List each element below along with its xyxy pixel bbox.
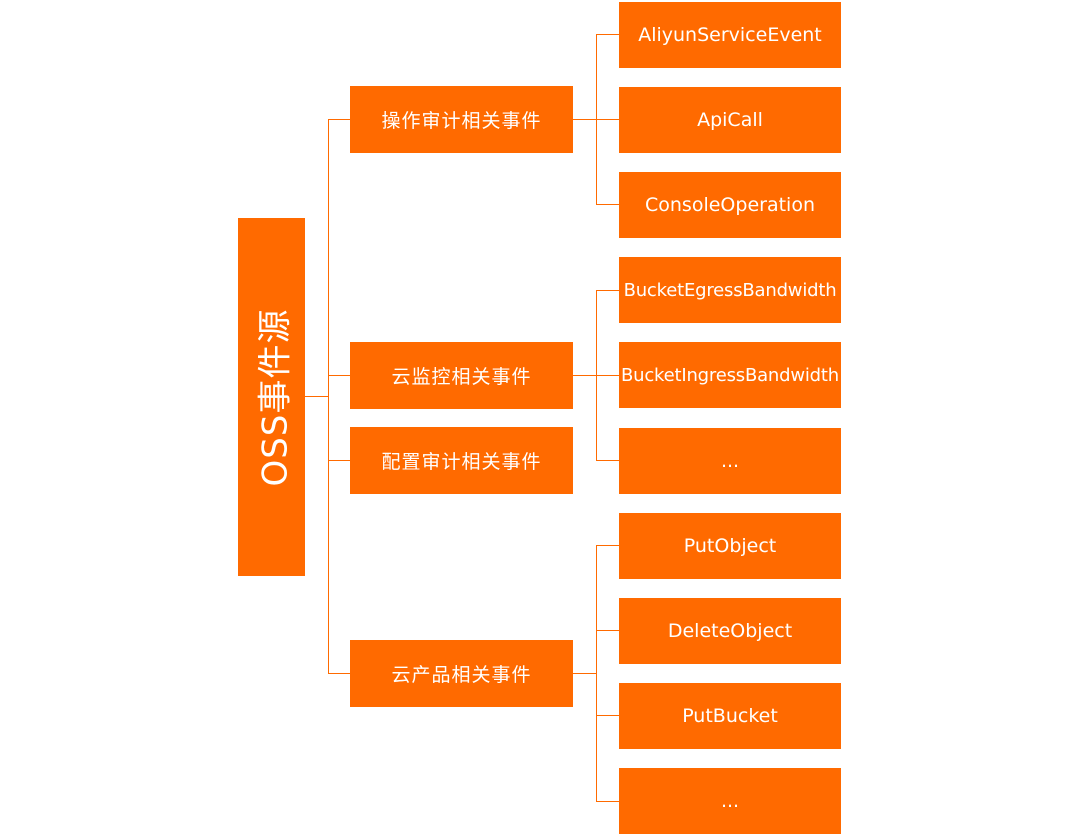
- group-2-leaf-3-connector: [596, 460, 619, 461]
- group-node-config-audit: 配置审计相关事件: [350, 427, 573, 494]
- root-trunk-connector: [328, 119, 329, 674]
- group-1-leaf-3-connector: [596, 204, 619, 205]
- root-to-trunk-connector: [305, 396, 328, 397]
- group-4-leaf-3-connector: [596, 715, 619, 716]
- trunk-to-group-4-connector: [328, 673, 350, 674]
- leaf-node-ellipsis: ...: [619, 428, 841, 494]
- group-1-leaf-1-connector: [596, 34, 619, 35]
- group-2-leaf-1-connector: [596, 290, 619, 291]
- leaf-node: BucketEgressBandwidth: [619, 257, 841, 323]
- group-2-out-connector: [573, 375, 596, 376]
- group-2-leaf-2-connector: [596, 375, 619, 376]
- group-4-leaf-1-connector: [596, 545, 619, 546]
- leaf-node: BucketIngressBandwidth: [619, 342, 841, 408]
- trunk-to-group-1-connector: [328, 119, 350, 120]
- leaf-node: ApiCall: [619, 87, 841, 153]
- group-node-audit-operation: 操作审计相关事件: [350, 86, 573, 153]
- group-1-out-connector: [573, 119, 596, 120]
- trunk-to-group-3-connector: [328, 460, 350, 461]
- group-1-leaf-2-connector: [596, 119, 619, 120]
- leaf-node: DeleteObject: [619, 598, 841, 664]
- leaf-node-ellipsis: ...: [619, 768, 841, 834]
- leaf-node: PutObject: [619, 513, 841, 579]
- leaf-node: ConsoleOperation: [619, 172, 841, 238]
- group-node-cloud-product: 云产品相关事件: [350, 640, 573, 707]
- group-4-leaf-2-connector: [596, 630, 619, 631]
- leaf-node: AliyunServiceEvent: [619, 2, 841, 68]
- group-4-branch-connector: [596, 545, 597, 801]
- root-node: OSS事件源: [238, 218, 305, 576]
- leaf-node: PutBucket: [619, 683, 841, 749]
- group-4-out-connector: [573, 673, 596, 674]
- group-node-cloud-monitor: 云监控相关事件: [350, 342, 573, 409]
- trunk-to-group-2-connector: [328, 375, 350, 376]
- root-node-label: OSS事件源: [255, 308, 295, 486]
- group-4-leaf-4-connector: [596, 801, 619, 802]
